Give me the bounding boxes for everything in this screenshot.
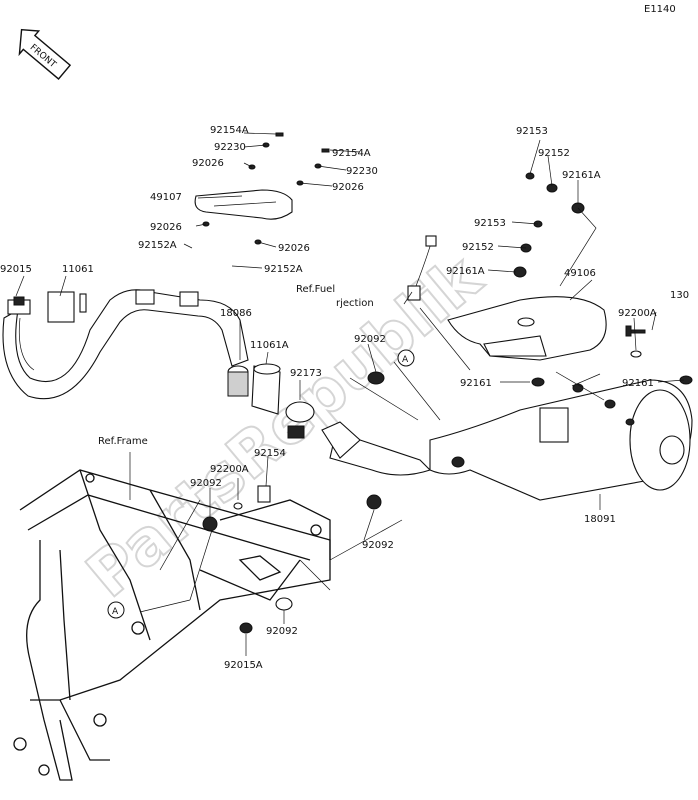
part-label: 92230 [214, 142, 246, 153]
ref-marker-a-lower-label: A [112, 607, 119, 617]
part-label: 92152 [462, 242, 494, 253]
part-label: 49107 [150, 192, 182, 203]
part-label: 92154 [254, 448, 286, 459]
part-label: 18086 [220, 308, 252, 319]
part-label: 92161A [446, 266, 485, 277]
part-label: 92026 [192, 158, 224, 169]
part-label: 92161 [460, 378, 492, 389]
ref-fuel-label-1: Ref.Fuel [296, 284, 335, 295]
part-label: 92153 [516, 126, 548, 137]
part-label: 92026 [278, 243, 310, 254]
muffler [321, 379, 693, 501]
part-label: 92026 [150, 222, 182, 233]
part-label: 92152 [538, 148, 570, 159]
part-label: 92230 [346, 166, 378, 177]
part-label: 92200A [618, 308, 657, 319]
part-label: 92161 [622, 378, 654, 389]
part-label: 92015 [0, 264, 32, 275]
part-label: 92152A [138, 240, 177, 251]
part-label: 92152A [264, 264, 303, 275]
washer-92200A-left [233, 502, 243, 510]
ref-marker-a-lower: A [107, 601, 125, 619]
part-label: 92092 [266, 626, 298, 637]
part-label: 92154A [210, 125, 249, 136]
heat-guard-muffler [447, 172, 693, 387]
bolt-92154 [257, 485, 271, 503]
frame [13, 469, 331, 781]
part-label: 92015A [224, 660, 263, 671]
clamp-92173 [285, 401, 315, 439]
ref-fuel-label-2: rjection [336, 298, 374, 309]
part-label: 11061 [62, 264, 94, 275]
fuel-injection-sensor [407, 235, 437, 301]
washer-92092-bottom [275, 597, 293, 611]
leader-lines [15, 132, 685, 656]
ref-marker-a-upper: A [397, 349, 415, 367]
front-arrow-icon: FRONT [18, 28, 72, 80]
part-label: 92026 [332, 182, 364, 193]
nut-92015A [239, 622, 253, 634]
part-label: 92092 [362, 540, 394, 551]
part-label: 18091 [584, 514, 616, 525]
part-label: 92153 [474, 218, 506, 229]
header-pipe [2, 289, 249, 400]
part-label: 92200A [210, 464, 249, 475]
ref-frame-label: Ref.Frame [98, 436, 148, 447]
part-labels: 92154A 92230 92026 49107 92026 92152A 92… [0, 125, 689, 671]
nut-92092-low [366, 494, 382, 510]
part-label: 130 [670, 290, 689, 301]
part-label: 49106 [564, 268, 596, 279]
diagram-code: E1140 [644, 4, 676, 15]
part-label: 92092 [354, 334, 386, 345]
part-label: 92173 [290, 368, 322, 379]
part-label: 92092 [190, 478, 222, 489]
part-label: 92161A [562, 170, 601, 181]
gasket-11061A [251, 363, 281, 415]
nut-92092-mid [367, 371, 385, 385]
pipe-sleeve [227, 371, 249, 397]
part-label: 92154A [332, 148, 371, 159]
part-label: 11061A [250, 340, 289, 351]
ref-marker-a-upper-label: A [402, 355, 409, 365]
